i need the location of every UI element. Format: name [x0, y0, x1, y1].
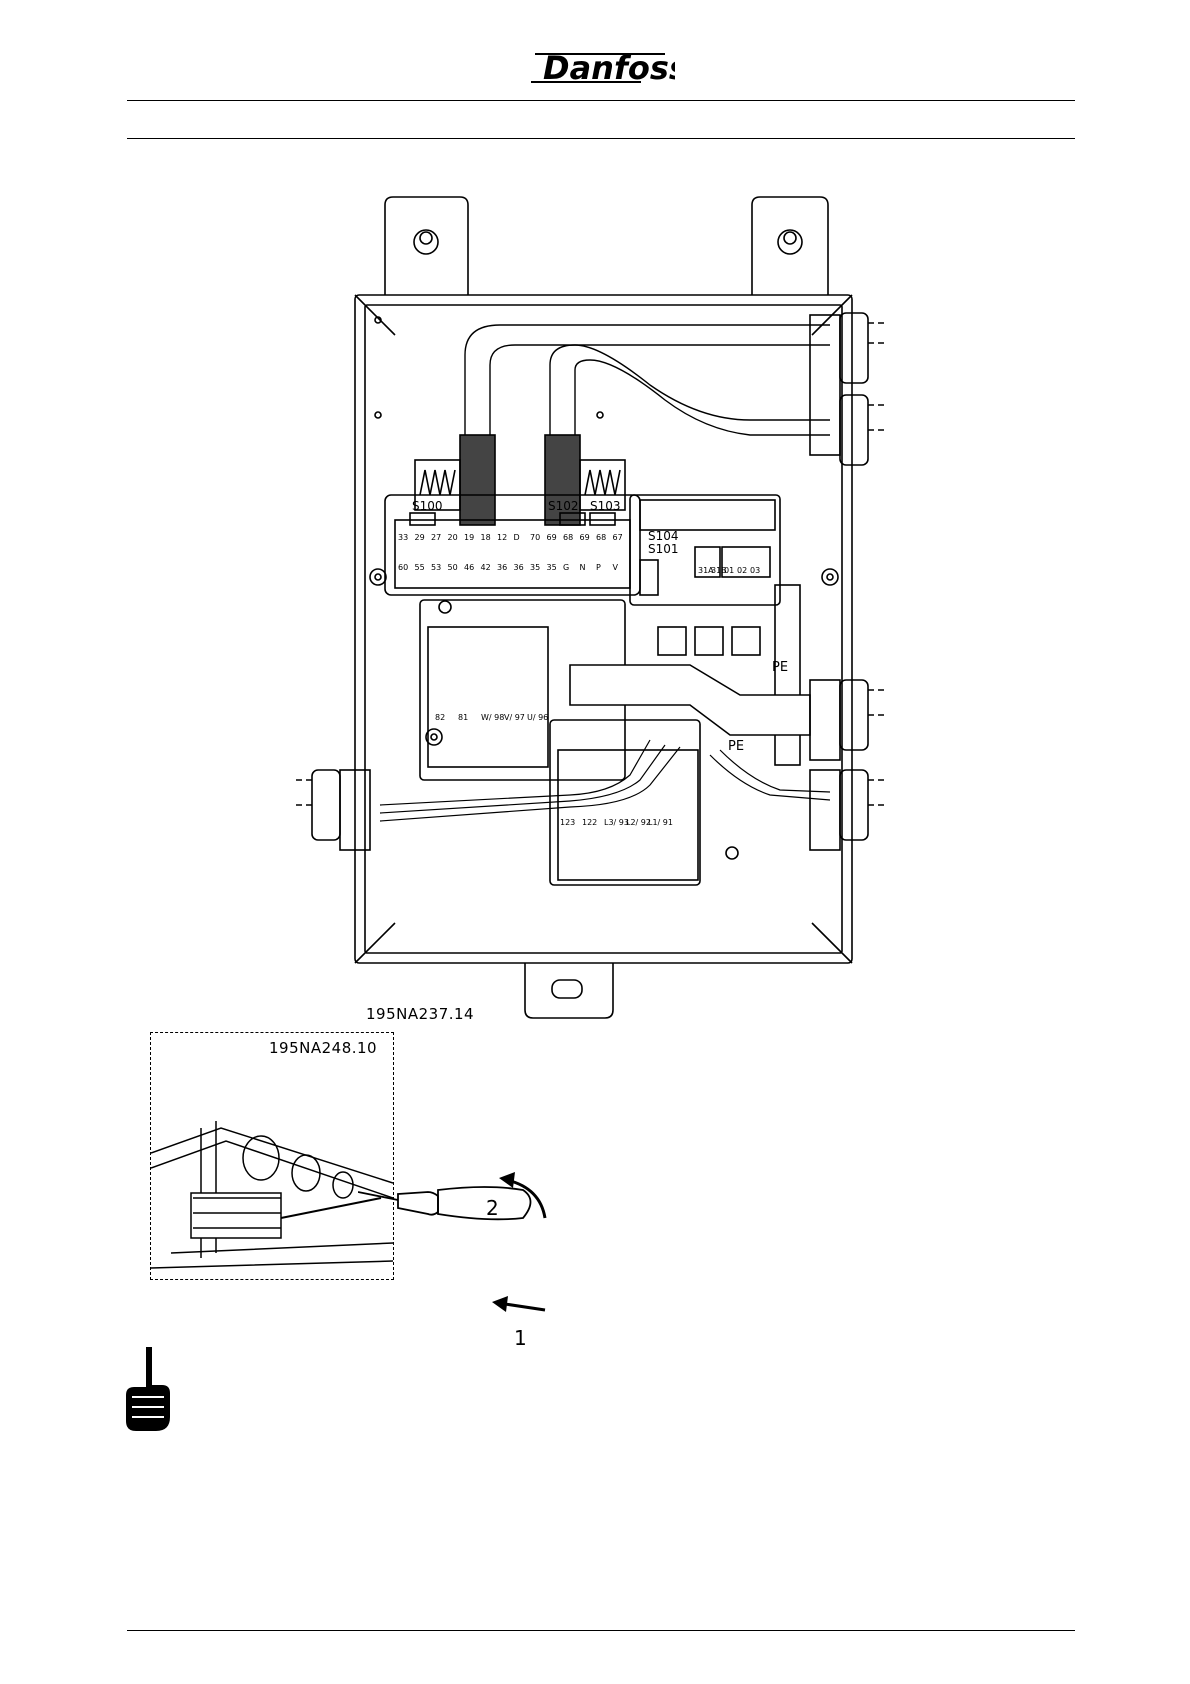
terminal-label: 81	[458, 713, 468, 722]
terminal-label: 69	[580, 533, 590, 542]
control-terminals-top: 33 29 27 20 19 18 12 D 70 69 68 69 68 67	[398, 533, 623, 542]
terminal-label: 123	[560, 818, 575, 827]
terminal-label: 35	[547, 563, 557, 572]
terminal-label: 29	[415, 533, 425, 542]
footer-rule	[127, 1630, 1075, 1631]
danfoss-logo: Danfoss	[515, 36, 675, 96]
terminal-label: V/ 97	[504, 713, 525, 722]
terminal-label: L1/ 91	[648, 818, 673, 827]
header-rule-top	[127, 100, 1075, 101]
switch-s104: S104	[648, 529, 679, 543]
step-1-label: 1	[514, 1326, 527, 1350]
terminal-label: 69	[547, 533, 557, 542]
terminal-label: 68	[563, 533, 573, 542]
terminal-label: 12	[497, 533, 507, 542]
terminal-label: 18	[481, 533, 491, 542]
pointing-hand-icon	[118, 1345, 176, 1433]
terminal-label: P	[596, 563, 601, 572]
push-arrow-icon	[490, 1292, 550, 1322]
terminal-label: U/ 96	[527, 713, 548, 722]
terminal-label: D	[514, 533, 520, 542]
terminal-label: 70	[530, 533, 540, 542]
wiring-diagram: S100 S102 S103 S104 S101 PE PE 33 29 27 20 1…	[270, 195, 950, 1025]
terminal-label: 68	[596, 533, 606, 542]
terminal-label: 36	[514, 563, 524, 572]
terminal-label: 01	[724, 566, 734, 575]
terminal-label: 82	[435, 713, 445, 722]
terminal-label: 60	[398, 563, 408, 572]
terminal-label: 03	[750, 566, 760, 575]
step-2-label: 2	[486, 1196, 499, 1220]
terminal-label: 20	[448, 533, 458, 542]
terminal-label: 53	[431, 563, 441, 572]
pe-label-1: PE	[772, 660, 788, 675]
terminal-label: 55	[415, 563, 425, 572]
terminal-label: 19	[464, 533, 474, 542]
terminal-label: G	[563, 563, 569, 572]
switch-s103: S103	[590, 499, 621, 513]
inset-figure-code: 195NA248.10	[269, 1039, 377, 1057]
terminal-label: 36	[497, 563, 507, 572]
header-rule-bottom	[127, 138, 1075, 139]
terminal-label: N	[580, 563, 586, 572]
terminal-label: V	[613, 563, 619, 572]
switch-s102: S102	[548, 499, 579, 513]
terminal-label: 122	[582, 818, 597, 827]
terminal-label: 02	[737, 566, 747, 575]
terminal-label: 27	[431, 533, 441, 542]
terminal-label: 46	[464, 563, 474, 572]
pe-label-2: PE	[728, 739, 744, 754]
terminal-label: 67	[613, 533, 623, 542]
control-terminals-bottom: 60 55 53 50 46 42 36 36 35 35 G N P V	[398, 563, 619, 572]
main-figure-code: 195NA237.14	[366, 1005, 474, 1023]
logo-text: Danfoss	[543, 49, 675, 87]
terminal-label: 42	[481, 563, 491, 572]
terminal-label: 33	[398, 533, 408, 542]
switch-s100: S100	[412, 499, 443, 513]
switch-s101: S101	[648, 542, 679, 556]
terminal-label: W/ 98	[481, 713, 504, 722]
rotate-arrow-icon	[495, 1168, 555, 1228]
terminal-label: 50	[448, 563, 458, 572]
terminal-label: 35	[530, 563, 540, 572]
